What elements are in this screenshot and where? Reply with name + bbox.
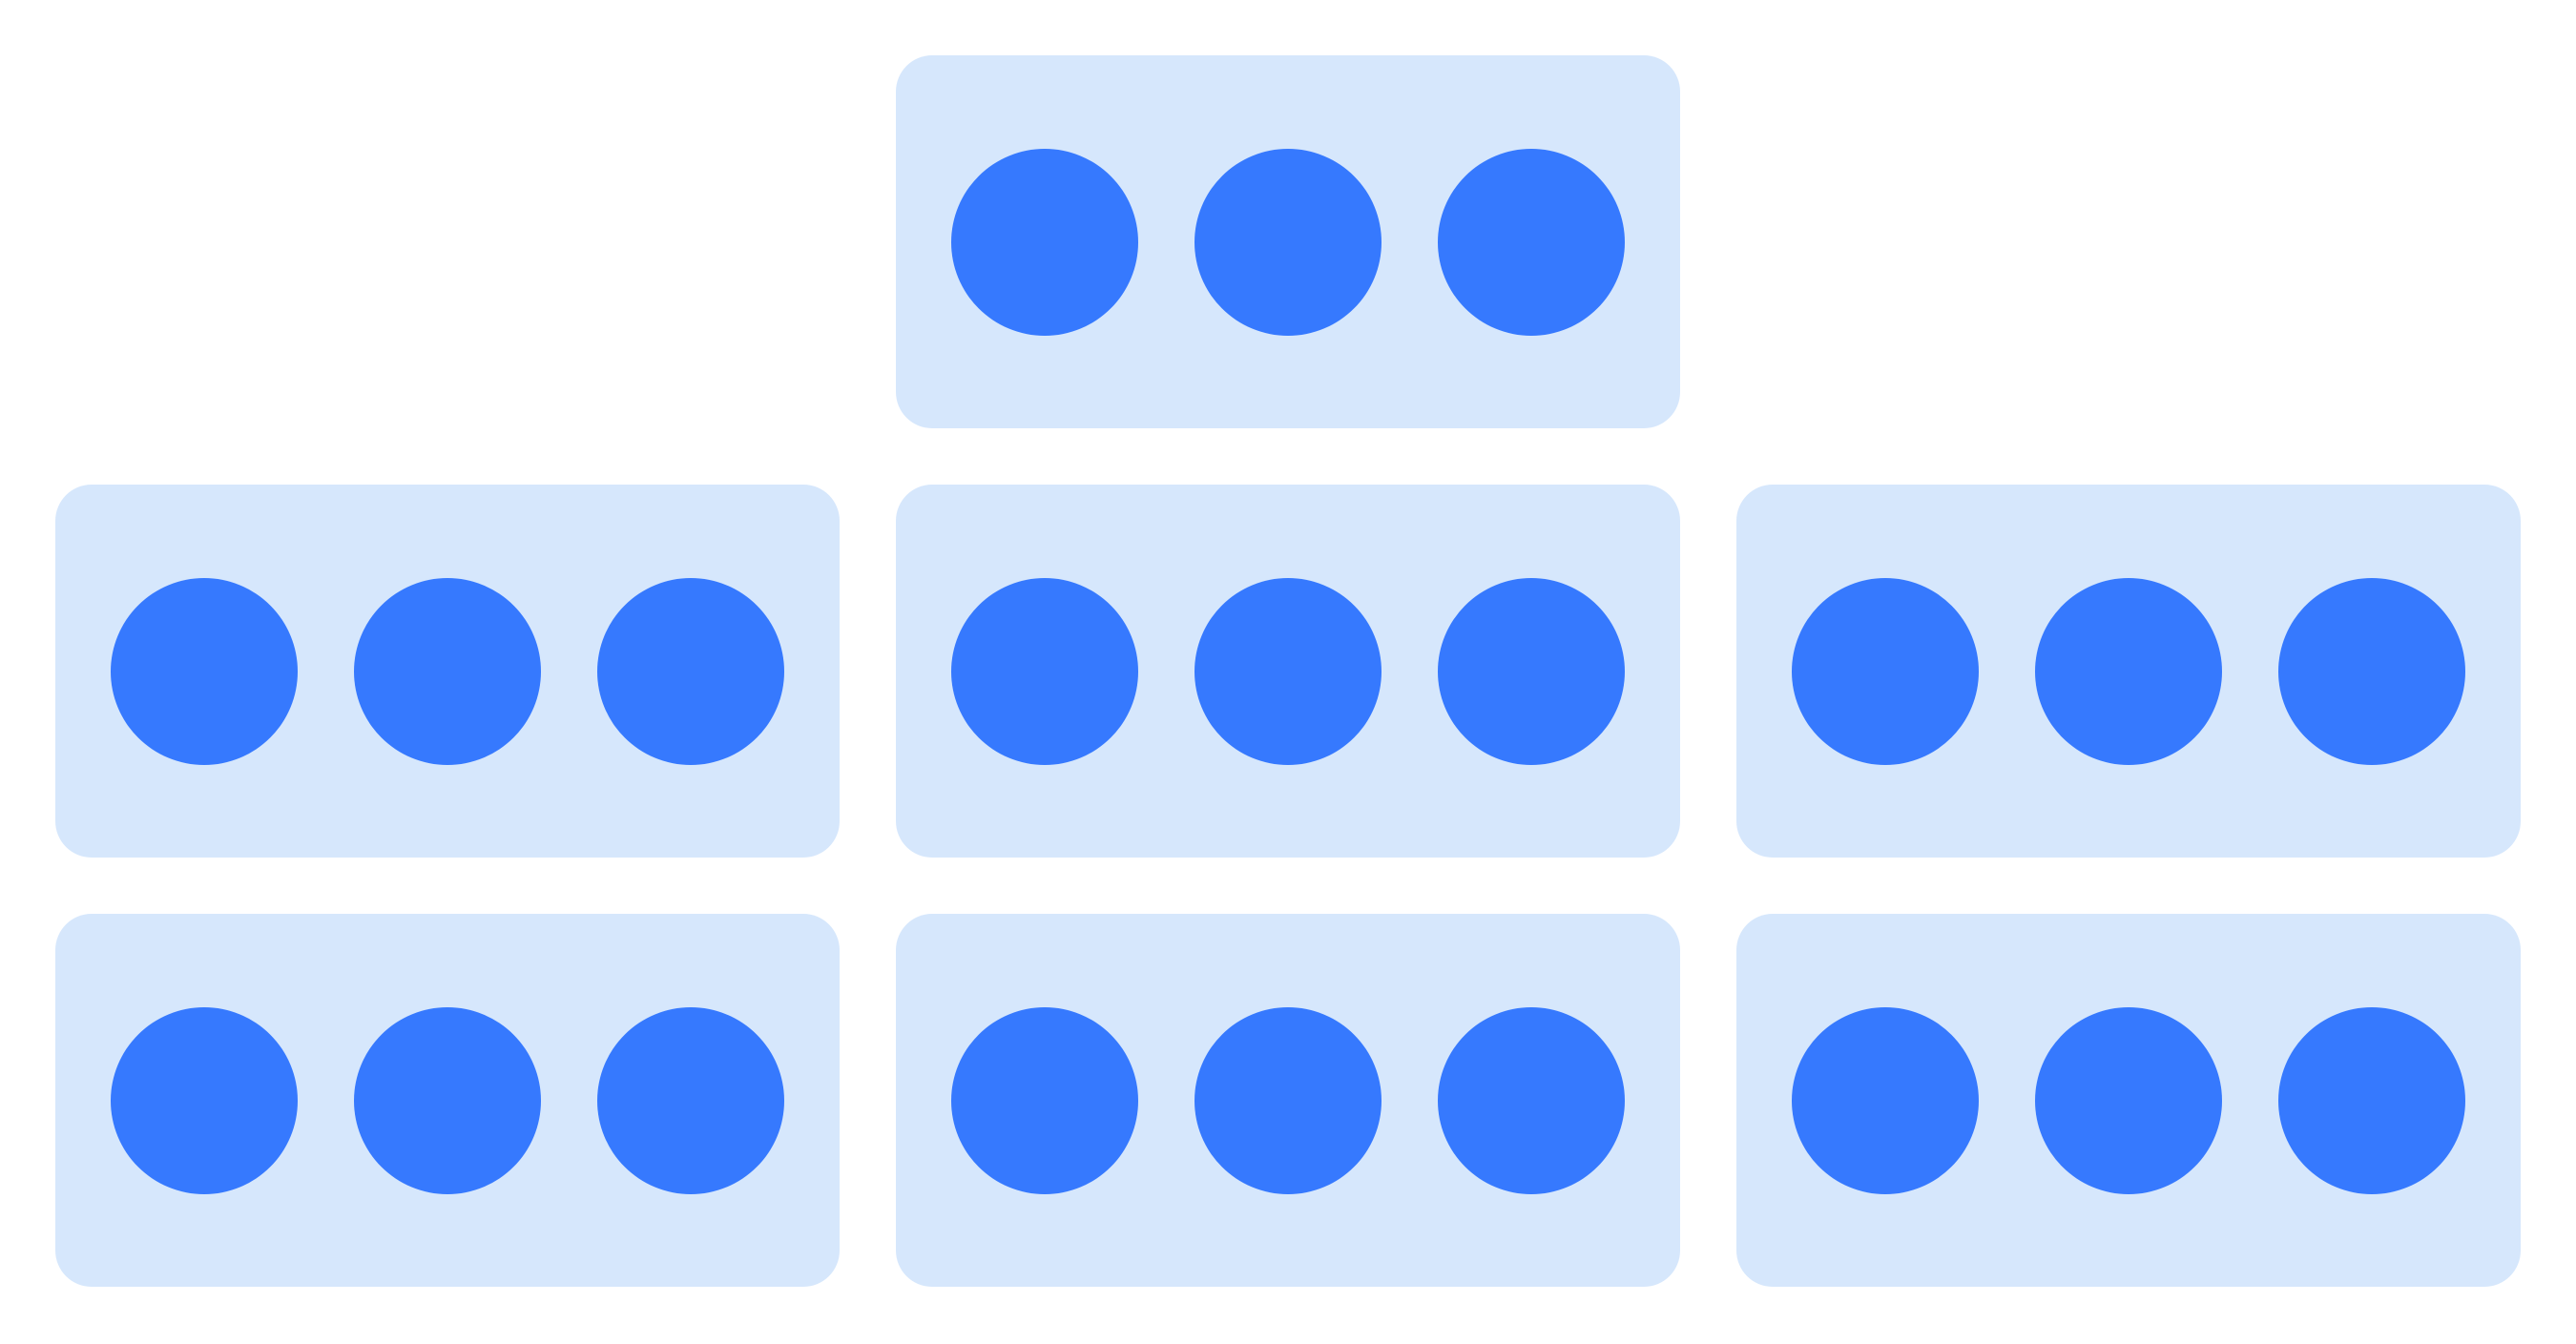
counter-dot xyxy=(951,149,1138,336)
counter-dot xyxy=(354,1007,541,1194)
dot-frame-row3-col2 xyxy=(896,914,1680,1287)
counter-dot xyxy=(2278,1007,2465,1194)
counter-dot xyxy=(111,1007,298,1194)
counter-dot xyxy=(1195,149,1381,336)
dot-frame-row3-col1 xyxy=(55,914,840,1287)
counter-dot xyxy=(951,578,1138,765)
counter-dot xyxy=(1195,1007,1381,1194)
dot-frame-row2-col3 xyxy=(1736,485,2521,858)
frame-row-3 xyxy=(0,914,2576,1287)
counter-dot xyxy=(111,578,298,765)
counter-dot xyxy=(1438,149,1625,336)
counter-dot xyxy=(2035,1007,2222,1194)
counter-dot xyxy=(1438,1007,1625,1194)
counter-dot xyxy=(2035,578,2222,765)
counter-dot xyxy=(951,1007,1138,1194)
counter-dot xyxy=(1792,578,1979,765)
dot-frame-row2-col2 xyxy=(896,485,1680,858)
counter-dot xyxy=(1195,578,1381,765)
counter-dot xyxy=(597,1007,784,1194)
counter-dot xyxy=(1438,578,1625,765)
counter-dot xyxy=(2278,578,2465,765)
dot-frame-row3-col3 xyxy=(1736,914,2521,1287)
counter-dot xyxy=(597,578,784,765)
dot-frame-row1-col2 xyxy=(896,55,1680,428)
frame-row-2 xyxy=(0,485,2576,858)
counter-dot xyxy=(1792,1007,1979,1194)
dot-frame-row2-col1 xyxy=(55,485,840,858)
counter-dot xyxy=(354,578,541,765)
frame-row-1 xyxy=(0,55,2576,428)
